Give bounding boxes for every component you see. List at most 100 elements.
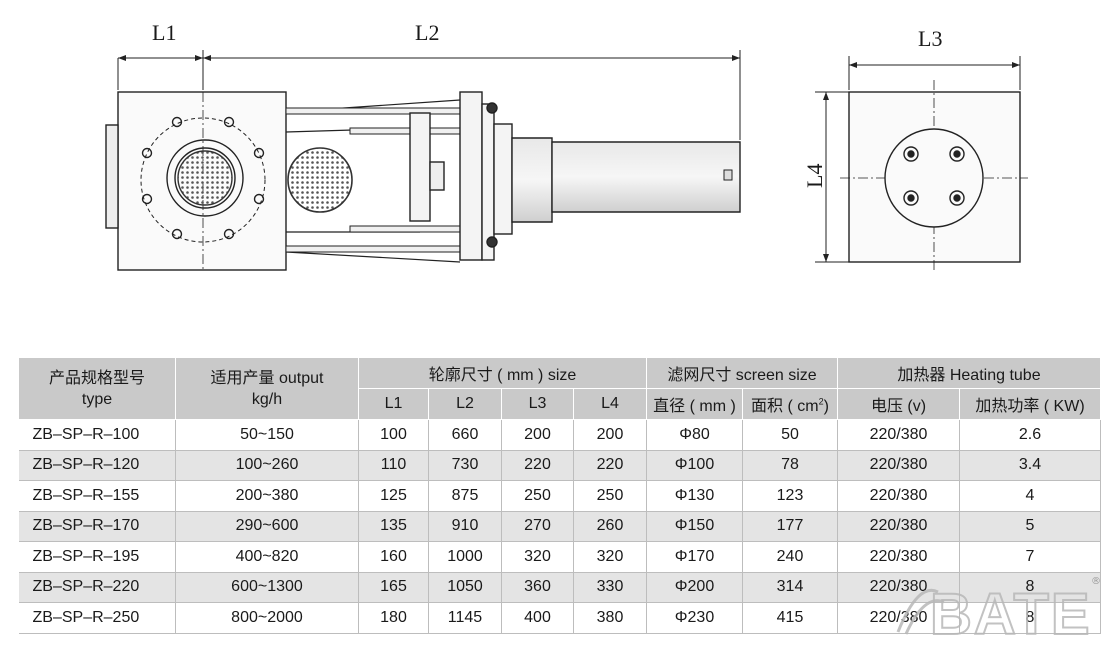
- cell-power: 7: [959, 541, 1101, 573]
- cell-l1: 180: [358, 602, 429, 634]
- cell-volt: 220/380: [837, 510, 960, 542]
- cell-power: 5: [959, 510, 1101, 542]
- label-l2: L2: [415, 20, 439, 45]
- header-output: 适用产量 output kg/h: [175, 357, 359, 420]
- cell-type: ZB–SP–R–155: [18, 480, 176, 512]
- cell-area: 415: [742, 602, 838, 634]
- dimension-l2: [203, 50, 741, 140]
- header-diameter: 直径 ( mm ): [646, 388, 743, 420]
- cell-l2: 660: [428, 419, 502, 451]
- spec-table: 产品规格型号 type 适用产量 output kg/h 轮廓尺寸 ( mm )…: [18, 357, 1101, 634]
- cell-area: 78: [742, 449, 838, 481]
- cell-l4: 380: [573, 602, 647, 634]
- cell-dia: Φ150: [646, 510, 743, 542]
- cell-output: 100~260: [175, 449, 359, 481]
- cell-type: ZB–SP–R–170: [18, 510, 176, 542]
- cell-dia: Φ200: [646, 571, 743, 603]
- cell-l3: 200: [501, 419, 574, 451]
- bate-logo: BATE ®: [896, 576, 1101, 642]
- label-l3: L3: [918, 26, 942, 51]
- cell-area: 177: [742, 510, 838, 542]
- screen-mesh-spare: [287, 147, 353, 213]
- cell-output: 600~1300: [175, 571, 359, 603]
- cell-l4: 220: [573, 449, 647, 481]
- cell-l4: 250: [573, 480, 647, 512]
- cell-dia: Φ230: [646, 602, 743, 634]
- cell-volt: 220/380: [837, 571, 960, 603]
- cell-type: ZB–SP–R–120: [18, 449, 176, 481]
- header-type: 产品规格型号 type: [18, 357, 176, 420]
- cell-l4: 260: [573, 510, 647, 542]
- cell-type: ZB–SP–R–195: [18, 541, 176, 573]
- cell-power: 8: [959, 571, 1101, 603]
- cell-l3: 250: [501, 480, 574, 512]
- cell-l3: 320: [501, 541, 574, 573]
- cell-area: 50: [742, 419, 838, 451]
- cell-l1: 160: [358, 541, 429, 573]
- cell-dia: Φ80: [646, 419, 743, 451]
- cell-power: 8: [959, 602, 1101, 634]
- technical-drawing: L1 L2 L3 L4: [105, 20, 1028, 271]
- cell-l2: 1145: [428, 602, 502, 634]
- cell-l1: 100: [358, 419, 429, 451]
- header-voltage: 电压 (v): [837, 388, 960, 420]
- header-l4: L4: [573, 388, 647, 420]
- logo-swirl-icon: [896, 589, 945, 635]
- cell-l3: 400: [501, 602, 574, 634]
- cell-power: 2.6: [959, 419, 1101, 451]
- dimension-l3: [848, 56, 1021, 90]
- screen-mesh-front: [177, 150, 233, 206]
- cell-l1: 125: [358, 480, 429, 512]
- cell-type: ZB–SP–R–100: [18, 419, 176, 451]
- cell-area: 314: [742, 571, 838, 603]
- cell-l3: 270: [501, 510, 574, 542]
- header-l3: L3: [501, 388, 574, 420]
- dimension-l4: [815, 91, 849, 263]
- header-power: 加热功率 ( KW): [959, 388, 1101, 420]
- cell-volt: 220/380: [837, 541, 960, 573]
- cell-dia: Φ170: [646, 541, 743, 573]
- cell-type: ZB–SP–R–220: [18, 571, 176, 603]
- logo-registered-mark: ®: [1091, 576, 1101, 587]
- cell-l1: 165: [358, 571, 429, 603]
- cell-output: 800~2000: [175, 602, 359, 634]
- cell-dia: Φ100: [646, 449, 743, 481]
- header-l1: L1: [358, 388, 429, 420]
- end-view-ports: [903, 146, 965, 206]
- bolt-holes: [141, 116, 265, 240]
- cell-area: 123: [742, 480, 838, 512]
- cell-power: 3.4: [959, 449, 1101, 481]
- cell-volt: 220/380: [837, 480, 960, 512]
- label-l4: L4: [802, 164, 827, 188]
- header-area: 面积 ( cm2): [742, 388, 838, 420]
- cell-l2: 1000: [428, 541, 502, 573]
- cell-dia: Φ130: [646, 480, 743, 512]
- label-l1: L1: [152, 20, 176, 45]
- cell-l4: 200: [573, 419, 647, 451]
- cell-l3: 220: [501, 449, 574, 481]
- cell-area: 240: [742, 541, 838, 573]
- header-l2: L2: [428, 388, 502, 420]
- cell-volt: 220/380: [837, 419, 960, 451]
- cell-output: 200~380: [175, 480, 359, 512]
- cell-l3: 360: [501, 571, 574, 603]
- cell-power: 4: [959, 480, 1101, 512]
- cell-l2: 1050: [428, 571, 502, 603]
- cell-l2: 730: [428, 449, 502, 481]
- cell-l2: 910: [428, 510, 502, 542]
- cell-output: 290~600: [175, 510, 359, 542]
- cell-type: ZB–SP–R–250: [18, 602, 176, 634]
- cell-l2: 875: [428, 480, 502, 512]
- header-screen-size: 滤网尺寸 screen size: [646, 357, 838, 389]
- cylinder-flange: [459, 91, 483, 261]
- cell-l1: 110: [358, 449, 429, 481]
- dimension-l1: [117, 50, 204, 90]
- header-outline-size: 轮廓尺寸 ( mm ) size: [358, 357, 647, 389]
- header-heating-tube: 加热器 Heating tube: [837, 357, 1101, 389]
